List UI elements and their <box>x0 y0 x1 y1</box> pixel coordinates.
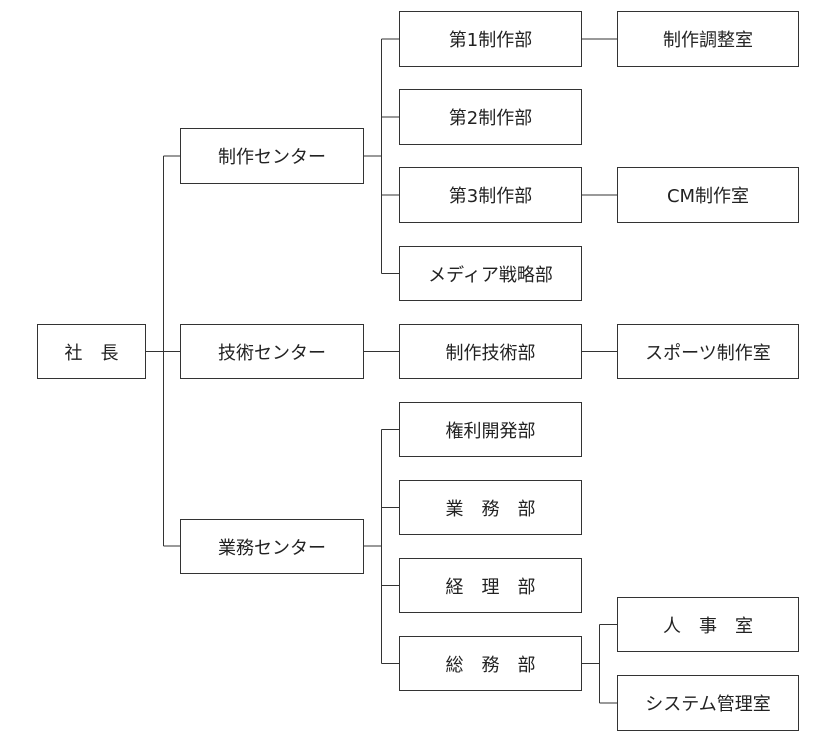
business-center-box: 業務センター <box>180 519 364 574</box>
rights-development-dept-box: 権利開発部 <box>399 402 582 457</box>
business-dept-box: 業 務 部 <box>399 480 582 535</box>
sports-production-room-box: スポーツ制作室 <box>617 324 799 379</box>
media-strategy-dept-box: メディア戦略部 <box>399 246 582 301</box>
human-resources-room-box: 人 事 室 <box>617 597 799 652</box>
general-affairs-dept-box: 総 務 部 <box>399 636 582 691</box>
system-management-room-box: システム管理室 <box>617 675 799 731</box>
president-box: 社 長 <box>37 324 146 379</box>
production-technology-dept-box: 制作技術部 <box>399 324 582 379</box>
technology-center-box: 技術センター <box>180 324 364 379</box>
production-dept-3-box: 第3制作部 <box>399 167 582 223</box>
production-center-box: 制作センター <box>180 128 364 184</box>
cm-production-room-box: CM制作室 <box>617 167 799 223</box>
production-dept-1-box: 第1制作部 <box>399 11 582 67</box>
accounting-dept-box: 経 理 部 <box>399 558 582 613</box>
production-dept-2-box: 第2制作部 <box>399 89 582 145</box>
production-coordination-room-box: 制作調整室 <box>617 11 799 67</box>
